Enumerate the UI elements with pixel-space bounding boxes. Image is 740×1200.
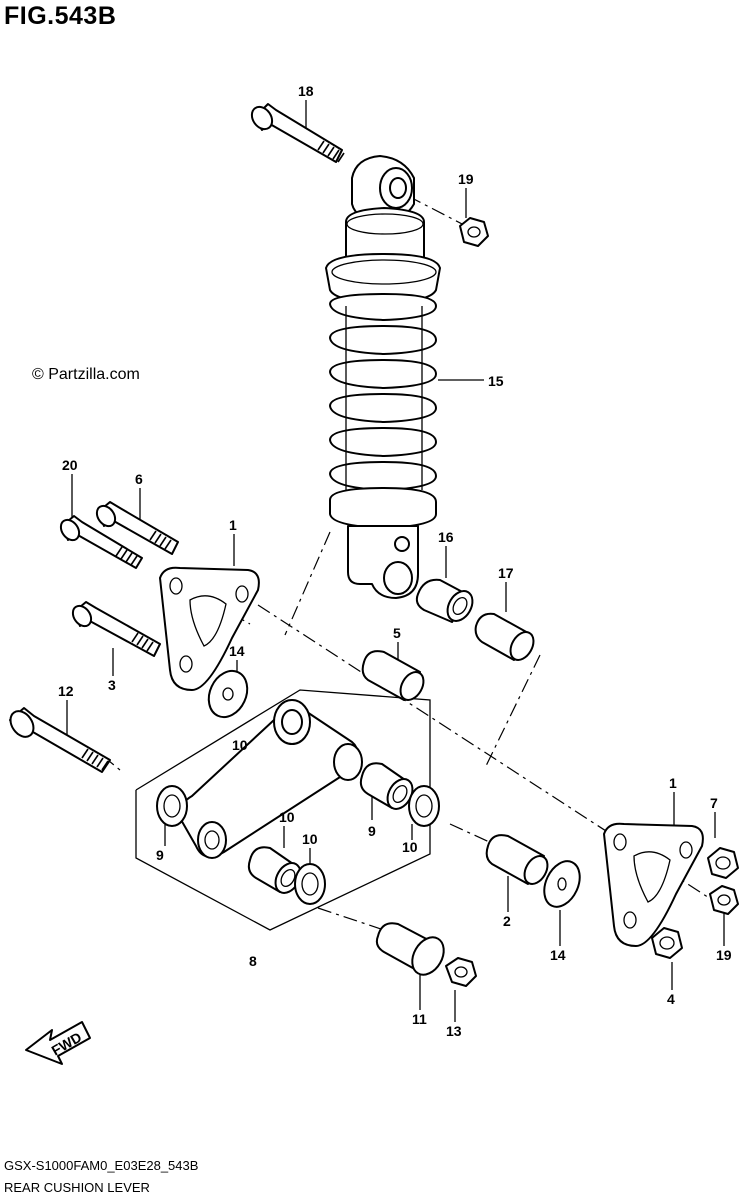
callout: 11	[412, 1011, 427, 1027]
callout-labels: 18 19 15 20 6 1 16 17 5 14 12 3 10 9 10 …	[58, 83, 732, 1039]
washer-14-right	[543, 860, 581, 908]
callout: 1	[669, 775, 677, 791]
callout: 19	[716, 947, 732, 963]
bolt-3	[71, 601, 161, 657]
washer-14-left	[207, 669, 249, 719]
bearing-10-right	[408, 785, 440, 827]
callout: 9	[368, 823, 376, 839]
bearing-10-lower	[294, 863, 326, 905]
callout: 8	[249, 953, 257, 969]
callout: 20	[62, 457, 78, 473]
callout: 16	[438, 529, 454, 545]
callout: 14	[229, 643, 245, 659]
callout: 10	[232, 737, 248, 753]
callout: 14	[550, 947, 566, 963]
bolt-6	[95, 501, 179, 555]
watermark: © Partzilla.com	[32, 366, 140, 383]
callout: 2	[503, 913, 511, 929]
nut-13	[445, 957, 477, 987]
callout: 15	[488, 373, 504, 389]
nut-4	[651, 927, 683, 959]
bracket-plate-1-left	[159, 566, 260, 691]
callout: 3	[108, 677, 116, 693]
rear-shock-absorber-15	[325, 155, 441, 599]
callout: 10	[279, 809, 295, 825]
bolt-12	[9, 707, 111, 773]
diagram-code: GSX-S1000FAM0_E03E28_543B	[4, 1158, 199, 1173]
nut-19-top	[459, 217, 489, 247]
callout: 1	[229, 517, 237, 533]
callout: 18	[298, 83, 314, 99]
figure-title: FIG.543B	[4, 2, 117, 30]
callout: 10	[302, 831, 318, 847]
collar-17	[474, 612, 535, 661]
collar-16	[415, 578, 474, 623]
callout: 17	[498, 565, 514, 581]
bolt-18	[250, 103, 345, 163]
leader-lines	[66, 100, 725, 1022]
callout: 4	[667, 991, 675, 1007]
shaft-11	[375, 922, 445, 976]
bracket-plate-1-right	[603, 822, 704, 947]
spacer-2	[485, 834, 549, 885]
diagram-name: REAR CUSHION LEVER	[4, 1180, 150, 1195]
callout: 6	[135, 471, 143, 487]
callout: 10	[402, 839, 418, 855]
bolt-20	[59, 515, 143, 569]
cushion-lever-link-8	[156, 699, 363, 859]
callout: 9	[156, 847, 164, 863]
callout: 5	[393, 625, 401, 641]
callout: 12	[58, 683, 74, 699]
nut-19-right	[709, 885, 739, 915]
nut-7	[707, 847, 739, 879]
callout: 7	[710, 795, 718, 811]
spacer-5	[361, 650, 425, 701]
callout: 13	[446, 1023, 462, 1039]
fwd-arrow-icon: FWD	[25, 1021, 91, 1065]
callout: 19	[458, 171, 474, 187]
